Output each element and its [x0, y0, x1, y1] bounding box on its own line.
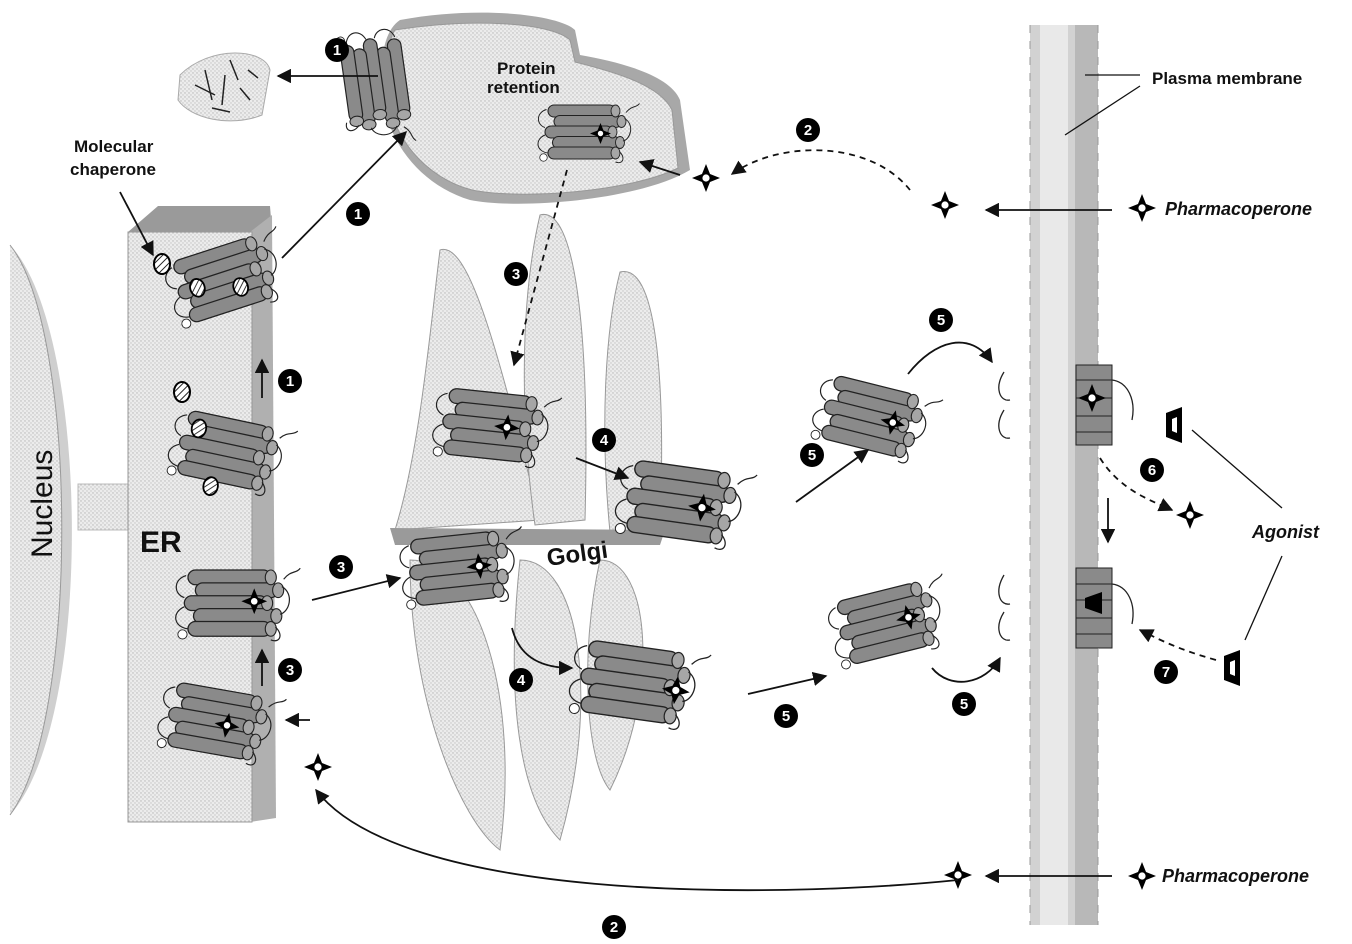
pharmacoperone-icon — [944, 861, 972, 889]
svg-text:1: 1 — [333, 42, 341, 59]
svg-text:7: 7 — [1162, 664, 1170, 681]
svg-text:2: 2 — [610, 919, 618, 936]
pharmacoperone-icon — [931, 191, 959, 219]
plasma-membrane-label: Plasma membrane — [1152, 69, 1302, 88]
step-badge-5: 5 — [774, 704, 798, 728]
protein-retention-line2: retention — [487, 78, 560, 97]
step-badge-2: 2 — [796, 118, 820, 142]
pharmacoperone-icon — [304, 753, 332, 781]
molecular-chaperone-line1: Molecular — [74, 137, 154, 156]
step-badge-3: 3 — [329, 555, 353, 579]
pharmacoperone-icon — [1176, 501, 1204, 529]
step-badge-1: 1 — [325, 38, 349, 62]
step-badge-6: 6 — [1140, 458, 1164, 482]
step-badge-4: 4 — [509, 668, 533, 692]
svg-text:5: 5 — [808, 447, 816, 464]
chaperone-icon — [154, 254, 170, 274]
pharmacoperone-icon — [692, 164, 720, 192]
step-badge-1: 1 — [346, 202, 370, 226]
molecular-chaperone-line2: chaperone — [70, 160, 156, 179]
agonist-icon — [1166, 407, 1182, 443]
svg-text:5: 5 — [782, 708, 790, 725]
svg-text:1: 1 — [354, 206, 362, 223]
svg-text:5: 5 — [960, 696, 968, 713]
step-badge-1: 1 — [278, 369, 302, 393]
er-receptor-folded — [176, 568, 301, 641]
vesicle-receptor-1 — [808, 370, 943, 468]
step-badge-2: 2 — [602, 915, 626, 939]
protein-retention-line1: Protein — [497, 59, 556, 78]
step-badge-7: 7 — [1154, 660, 1178, 684]
pharmacoperone-icon — [1128, 862, 1156, 890]
nucleus: Nucleus — [10, 245, 72, 815]
nucleus-label: Nucleus — [26, 450, 59, 558]
svg-text:3: 3 — [337, 559, 345, 576]
step-badge-4: 4 — [592, 428, 616, 452]
vesicle-receptor-2 — [824, 574, 959, 672]
step-badge-5: 5 — [929, 308, 953, 332]
svg-text:4: 4 — [600, 432, 609, 449]
step-badge-3: 3 — [504, 262, 528, 286]
agonist-icon — [1224, 650, 1240, 686]
svg-text:1: 1 — [286, 373, 294, 390]
svg-text:6: 6 — [1148, 462, 1156, 479]
nuclear-er-connector — [78, 484, 134, 530]
chaperone-icon — [174, 382, 190, 402]
svg-text:2: 2 — [804, 122, 812, 139]
pharmacoperone-label-top: Pharmacoperone — [1165, 199, 1312, 219]
degradation-proteasome — [178, 53, 270, 121]
svg-text:3: 3 — [512, 266, 520, 283]
step-badge-5: 5 — [952, 692, 976, 716]
agonist-label: Agonist — [1251, 522, 1320, 542]
svg-text:4: 4 — [517, 672, 526, 689]
pharmacoperone-label-bottom: Pharmacoperone — [1162, 866, 1309, 886]
pharmacoperone-icon — [1128, 194, 1156, 222]
step-badge-3: 3 — [278, 658, 302, 682]
svg-text:3: 3 — [286, 662, 294, 679]
svg-text:5: 5 — [937, 312, 945, 329]
retention-compartment: Protein retention — [334, 13, 690, 204]
plasma-membrane — [1030, 25, 1140, 925]
er-label: ER — [140, 526, 182, 559]
step-badge-5: 5 — [800, 443, 824, 467]
